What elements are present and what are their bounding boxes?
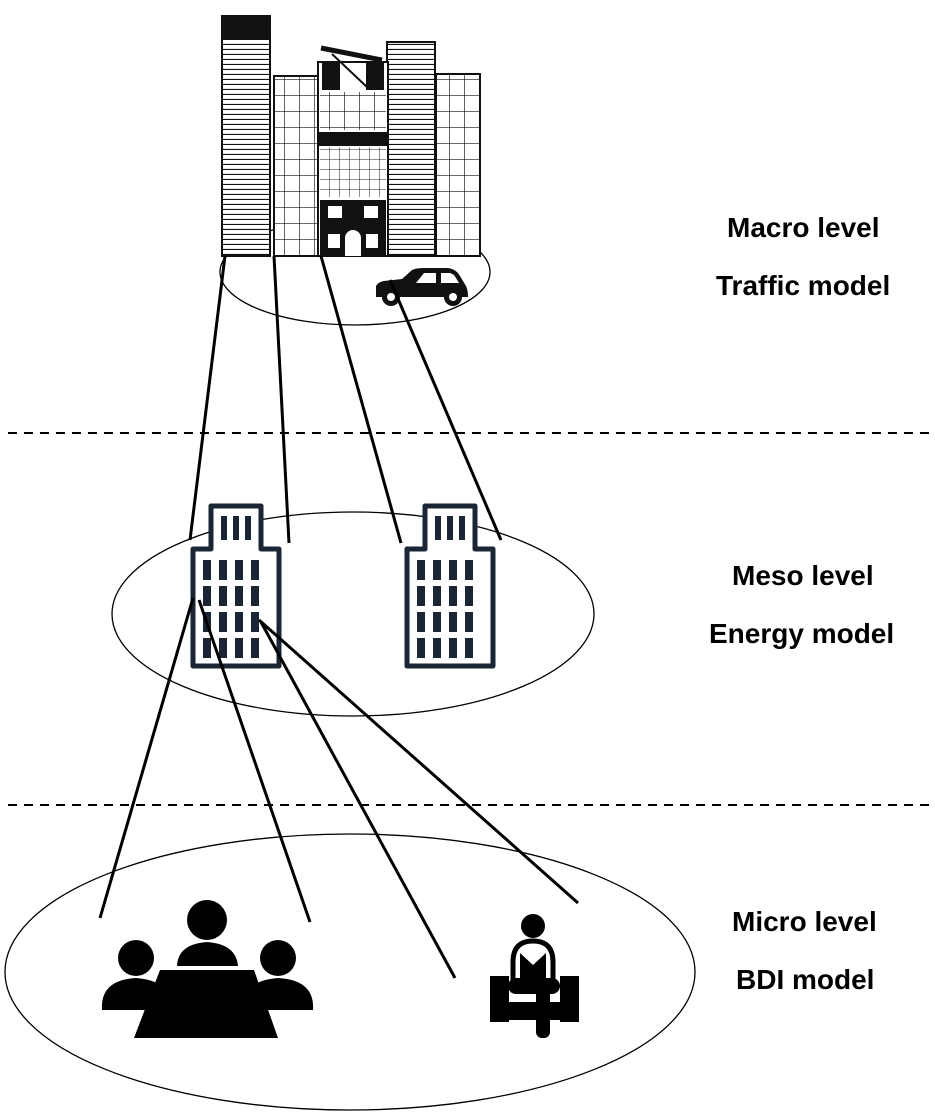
meso-ellipse: [111, 511, 595, 717]
person-reading-icon: [490, 914, 579, 1038]
micro-level-model: BDI model: [736, 964, 875, 995]
micro-level-title: Micro level: [732, 906, 877, 937]
macro-level-title: Macro level: [727, 212, 880, 243]
car-icon: [376, 268, 468, 306]
office-building-icon: [407, 506, 493, 666]
micro-ellipse: [4, 833, 696, 1111]
office-building-icon: [193, 506, 279, 666]
meeting-group-icon: [101, 900, 314, 1038]
meso-level-title: Meso level: [732, 560, 874, 591]
meso-level-model: Energy model: [709, 618, 895, 649]
macro-level-model: Traffic model: [716, 270, 891, 301]
city-skyline-icon: [221, 15, 481, 257]
connectors-macro-meso: [188, 255, 503, 544]
connectors-meso-micro: [98, 597, 579, 979]
